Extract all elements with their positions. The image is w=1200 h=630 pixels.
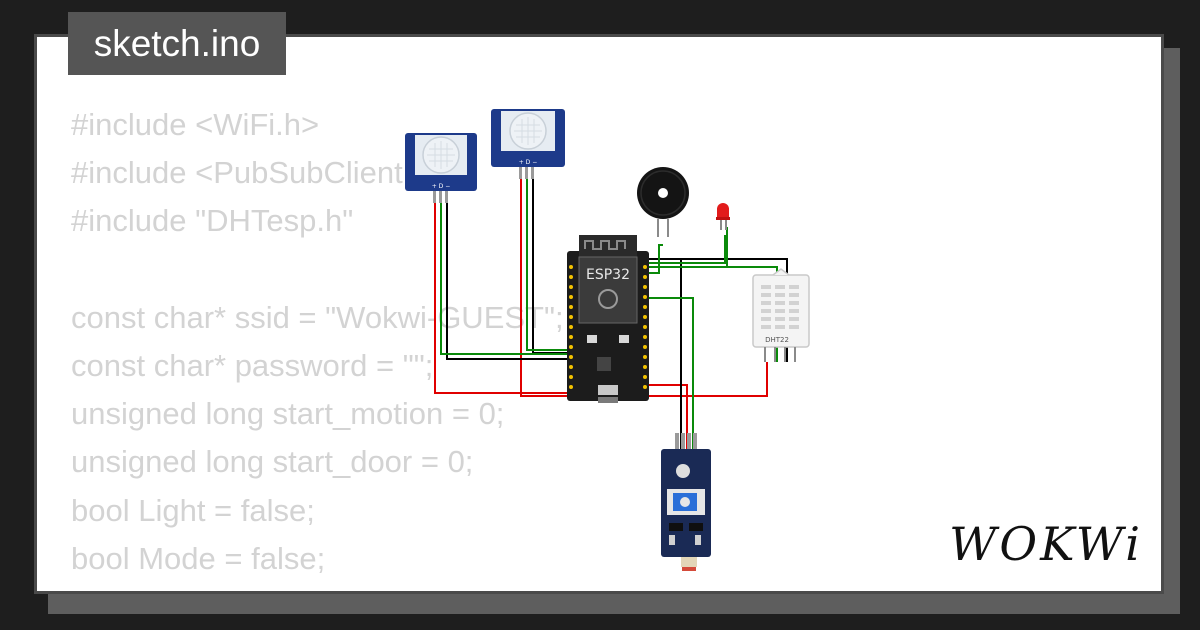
- wire-red: [434, 201, 627, 394]
- wire-green: [649, 235, 726, 264]
- wire-black: [446, 201, 567, 360]
- wire-black: [532, 172, 567, 354]
- pir-pin-labels: + D −: [519, 159, 538, 166]
- code-line: unsigned long start_door = 0;: [71, 444, 474, 480]
- wire-green: [526, 172, 567, 351]
- code-preview: #include <WiFi.h> #include <PubSubClient…: [71, 101, 564, 583]
- code-line: const char* password = "";: [71, 348, 434, 384]
- led-red[interactable]: [716, 203, 730, 230]
- code-line: bool Mode = false;: [71, 540, 326, 576]
- code-line: #include <WiFi.h>: [71, 107, 320, 142]
- ldr-sensor-module[interactable]: [661, 433, 711, 571]
- wire-green: [440, 201, 567, 355]
- buzzer[interactable]: [637, 167, 689, 237]
- wokwi-logo[interactable]: WOKWi: [949, 517, 1143, 571]
- code-line: #include <PubSubClient.h>: [71, 155, 447, 191]
- dht-label: DHT22: [765, 336, 789, 344]
- wire-green: [649, 297, 694, 473]
- code-line: const char* ssid = "Wokwi-GUEST";: [71, 299, 564, 335]
- wire-green: [649, 227, 728, 268]
- code-line: #include "DHTesp.h": [71, 203, 354, 239]
- pir-pin-labels: + D −: [432, 183, 451, 190]
- code-line: unsigned long start_motion = 0;: [71, 396, 505, 432]
- preview-card: #include <WiFi.h> #include <PubSubClient…: [34, 34, 1164, 594]
- code-line: bool Light = false;: [71, 492, 315, 528]
- pir-sensor-1[interactable]: + D −: [405, 133, 477, 203]
- wire-green: [649, 244, 663, 274]
- circuit-diagram[interactable]: + D − + D −: [37, 37, 1164, 594]
- file-tab[interactable]: sketch.ino: [68, 12, 286, 75]
- esp32-board[interactable]: ESP32: [567, 235, 649, 403]
- dht22-sensor[interactable]: DHT22: [752, 268, 810, 362]
- board-label: ESP32: [586, 267, 630, 283]
- pir-sensor-2[interactable]: + D −: [491, 109, 565, 179]
